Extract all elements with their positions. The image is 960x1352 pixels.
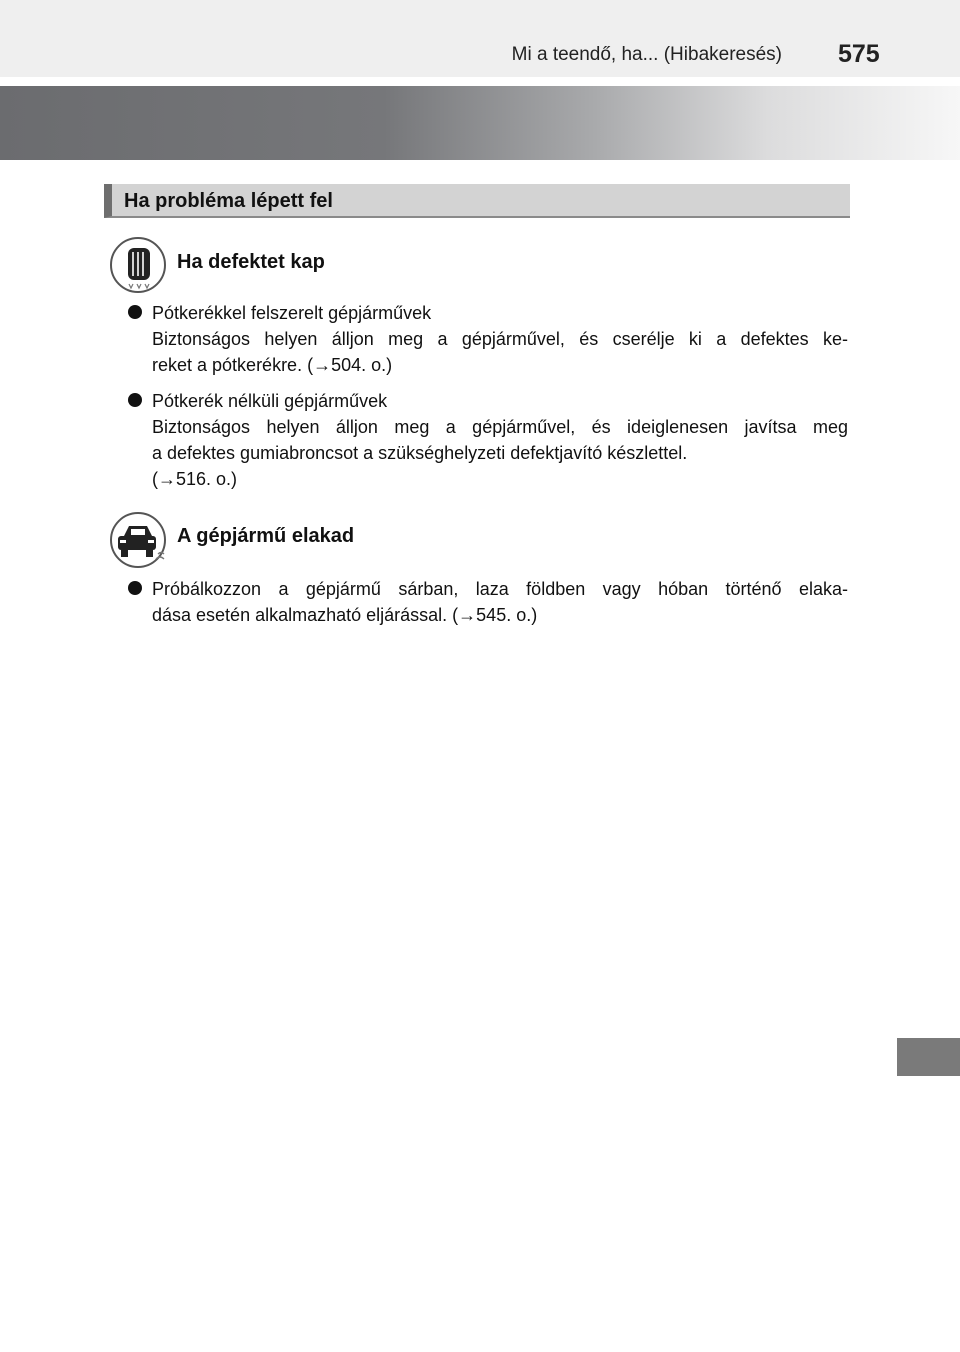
item-heading: Pótkerékkel felszerelt gépjárművek (152, 303, 432, 323)
page-number: 575 (838, 40, 880, 68)
list-item: Pótkerék nélküli gépjárművek Biztonságos… (152, 388, 848, 492)
item-text: a defektes gumiabroncsot a szükséghelyze… (152, 443, 688, 463)
list-item: Próbálkozzon a gépjármű sárban, laza föl… (152, 576, 848, 628)
decorative-band (0, 86, 960, 160)
chapter-title: Mi a teendő, ha... (Hibakeresés) (511, 44, 782, 65)
bullet-marker (128, 305, 142, 319)
section-title: Ha probléma lépett fel (124, 190, 333, 212)
flat-tire-icon (110, 237, 166, 293)
item-text: dása esetén alkalmazható eljárással. (→5… (152, 605, 538, 625)
topic-title-stuck-vehicle: A gépjármű elakad (177, 525, 355, 547)
item-text: Biztonságos helyen álljon meg a gépjármű… (152, 329, 848, 349)
topic-title-flat-tire: Ha defektet kap (177, 251, 325, 273)
chapter-tab (897, 1038, 960, 1076)
page-header (0, 0, 960, 77)
item-text: Biztonságos helyen álljon meg a gépjármű… (152, 417, 848, 437)
bullet-marker (128, 581, 142, 595)
section-header: Ha probléma lépett fel (104, 184, 850, 218)
bullet-marker (128, 393, 142, 407)
item-text: Próbálkozzon a gépjármű sárban, laza föl… (152, 579, 848, 599)
item-text: (→516. o.) (152, 469, 238, 489)
stuck-vehicle-icon (110, 512, 166, 568)
list-item: Pótkerékkel felszerelt gépjárművek Bizto… (152, 300, 848, 378)
item-text: reket a pótkerékre. (→504. o.) (152, 355, 393, 375)
item-heading: Pótkerék nélküli gépjárművek (152, 391, 388, 411)
